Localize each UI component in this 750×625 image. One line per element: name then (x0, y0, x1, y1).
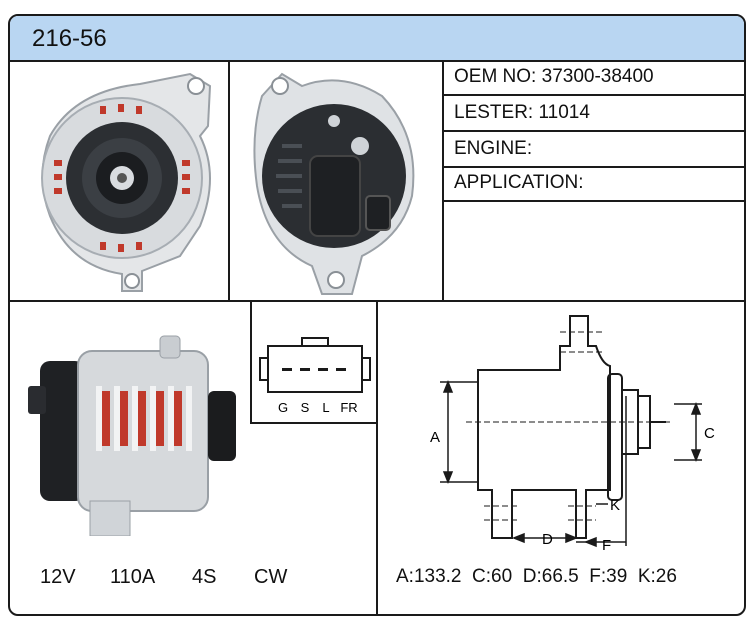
divider (10, 300, 744, 302)
pin-l: L (322, 400, 329, 415)
alternator-rear-view (242, 66, 432, 296)
lester-label: LESTER: (454, 102, 534, 123)
spec-lester: LESTER: 11014 (444, 96, 744, 132)
oem-label: OEM NO: (454, 66, 537, 87)
spec-oem: OEM NO: 37300-38400 (444, 60, 744, 96)
dimension-values: A:133.2 C:60 D:66.5 F:39 K:26 (396, 566, 677, 587)
alternator-front-view (30, 66, 220, 296)
oem-value: 37300-38400 (541, 66, 654, 87)
pin-s: S (301, 400, 310, 415)
spec-engine: ENGINE: (444, 132, 744, 168)
dim-label-c: C (704, 425, 715, 442)
rating-amperage: 110A (110, 566, 156, 588)
pin-fr: FR (340, 400, 357, 415)
rating-voltage: 12V (40, 566, 76, 588)
dim-label-d: D (542, 531, 553, 548)
divider (376, 302, 378, 614)
rating-pulley: 4S (192, 566, 217, 588)
divider (442, 60, 444, 300)
spec-application: APPLICATION: (444, 166, 744, 202)
header-bar: 216-56 (10, 16, 744, 62)
dim-label-k: K (610, 497, 620, 514)
product-card: 216-56 (8, 14, 746, 616)
dim-label-a: A (430, 429, 440, 446)
lester-value: 11014 (538, 102, 590, 123)
engine-label: ENGINE: (454, 138, 533, 159)
rating-rotation: CW (254, 566, 288, 588)
pin-g: G (278, 400, 288, 415)
part-number-title: 216-56 (32, 25, 107, 52)
dim-label-f: F (602, 537, 611, 554)
divider (250, 302, 252, 424)
alternator-side-view (20, 316, 245, 537)
divider (228, 60, 230, 300)
connector-diagram: G S L FR (256, 308, 374, 418)
dimension-drawing: A C D F K (380, 306, 742, 556)
application-label: APPLICATION: (454, 172, 584, 193)
divider (250, 422, 378, 424)
